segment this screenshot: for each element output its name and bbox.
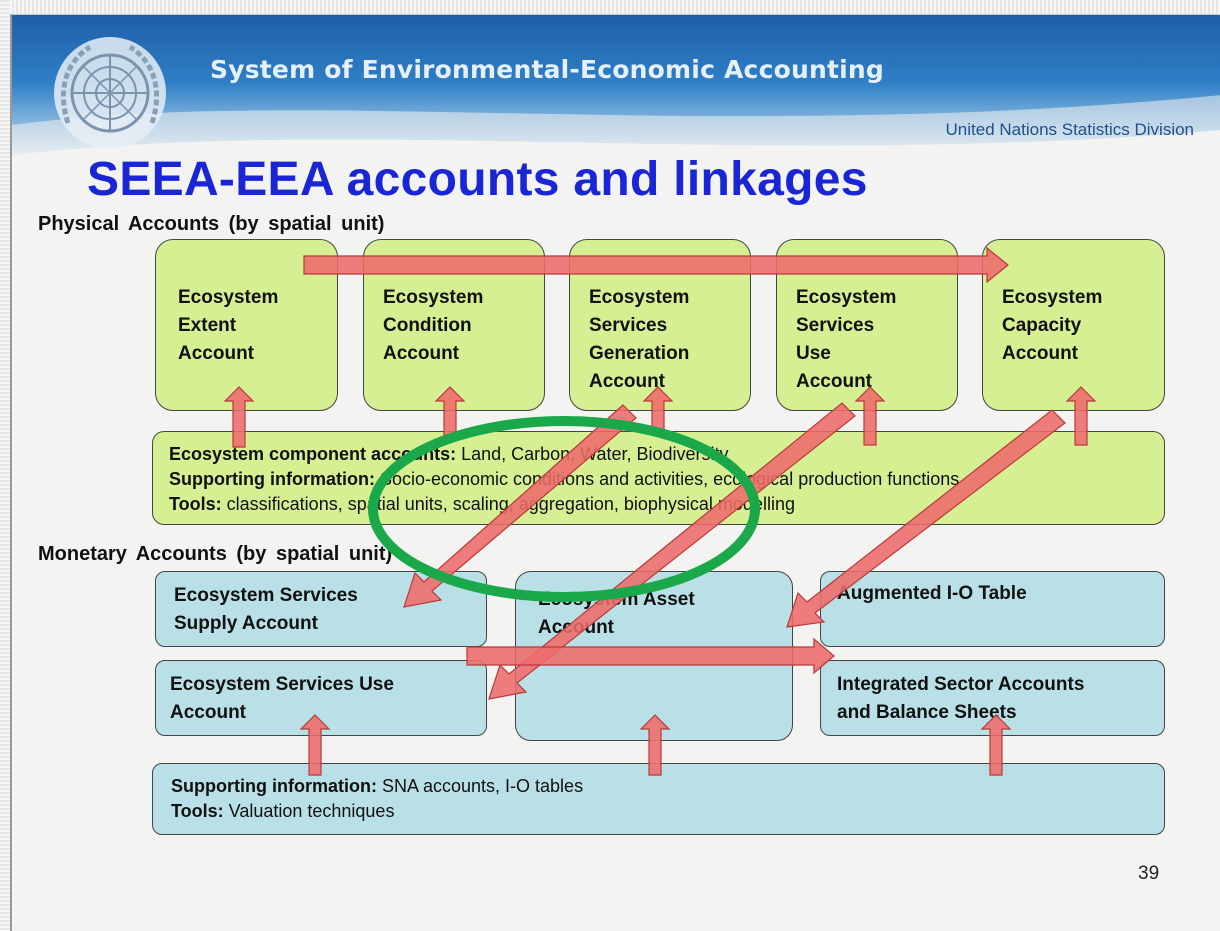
extent-account-box: Ecosystem Extent Account bbox=[155, 239, 338, 411]
io-table-label: Augmented I-O Table bbox=[837, 583, 1027, 604]
services-supply-account-box: Ecosystem Services Supply Account bbox=[155, 571, 487, 647]
capacity-account-box: Ecosystem Capacity Account bbox=[982, 239, 1165, 411]
services-use-monetary-box: Ecosystem Services Use Account bbox=[155, 660, 487, 736]
io-table-box: Augmented I-O Table bbox=[820, 571, 1165, 647]
component-accounts-text: Land, Carbon, Water, Biodiversity bbox=[456, 444, 729, 464]
division-label: United Nations Statistics Division bbox=[945, 120, 1194, 139]
monetary-supporting-info-box: Supporting information: SNA accounts, I-… bbox=[152, 763, 1165, 835]
physical-tools-label: Tools: bbox=[169, 494, 222, 514]
integrated-accounts-box: Integrated Sector Accounts and Balance S… bbox=[820, 660, 1165, 736]
monetary-tools-label: Tools: bbox=[171, 801, 224, 821]
monetary-supporting-info-line: Supporting information: SNA accounts, I-… bbox=[171, 774, 1164, 799]
slide-title: SEEA-EEA accounts and linkages bbox=[87, 153, 868, 206]
component-accounts-line: Ecosystem component accounts: Land, Carb… bbox=[169, 442, 1164, 467]
monetary-tools-line: Tools: Valuation techniques bbox=[171, 799, 1164, 824]
services-supply-account-label: Ecosystem Services Supply Account bbox=[174, 585, 358, 634]
banner-swoosh bbox=[12, 95, 1220, 195]
physical-tools-text: classifications, spatial units, scaling,… bbox=[221, 494, 795, 514]
physical-supporting-info-text: Socio-economic conditions and activities… bbox=[374, 469, 960, 489]
page-number: 39 bbox=[1138, 863, 1160, 884]
slide: System of Environmental-Economic Account… bbox=[10, 14, 1220, 931]
physical-supporting-info-box: Ecosystem component accounts: Land, Carb… bbox=[152, 431, 1165, 525]
capacity-account-label: Ecosystem Capacity Account bbox=[1002, 287, 1103, 364]
monetary-supporting-info-label: Supporting information: bbox=[171, 776, 377, 796]
generation-account-label: Ecosystem Services Generation Account bbox=[589, 287, 690, 392]
services-use-account-label: Ecosystem Services Use Account bbox=[796, 287, 897, 392]
header-banner: System of Environmental-Economic Account… bbox=[12, 15, 1220, 195]
screen-frame-left bbox=[0, 0, 10, 930]
screen-frame-top bbox=[0, 0, 1220, 14]
component-accounts-label: Ecosystem component accounts: bbox=[169, 444, 457, 464]
extent-account-label: Ecosystem Extent Account bbox=[178, 287, 279, 364]
physical-section-label: Physical Accounts (by spatial unit) bbox=[38, 213, 385, 235]
monetary-section-label: Monetary Accounts (by spatial unit) bbox=[38, 543, 393, 565]
services-use-account-box: Ecosystem Services Use Account bbox=[776, 239, 958, 411]
services-use-monetary-label: Ecosystem Services Use Account bbox=[170, 674, 394, 723]
physical-supporting-info-line: Supporting information: Socio-economic c… bbox=[169, 467, 1164, 492]
asset-account-label: Ecosystem Asset Account bbox=[538, 589, 695, 638]
physical-supporting-info-label: Supporting information: bbox=[169, 469, 375, 489]
condition-account-label: Ecosystem Condition Account bbox=[383, 287, 484, 364]
condition-account-box: Ecosystem Condition Account bbox=[363, 239, 545, 411]
monetary-supporting-info-text: SNA accounts, I-O tables bbox=[376, 776, 584, 796]
monetary-tools-text: Valuation techniques bbox=[223, 801, 395, 821]
asset-account-box: Ecosystem Asset Account bbox=[515, 571, 793, 741]
physical-tools-line: Tools: classifications, spatial units, s… bbox=[169, 492, 1164, 517]
generation-account-box: Ecosystem Services Generation Account bbox=[569, 239, 751, 411]
banner-title: System of Environmental-Economic Account… bbox=[210, 55, 884, 84]
integrated-accounts-label: Integrated Sector Accounts and Balance S… bbox=[837, 674, 1085, 723]
un-emblem-icon bbox=[54, 37, 166, 149]
